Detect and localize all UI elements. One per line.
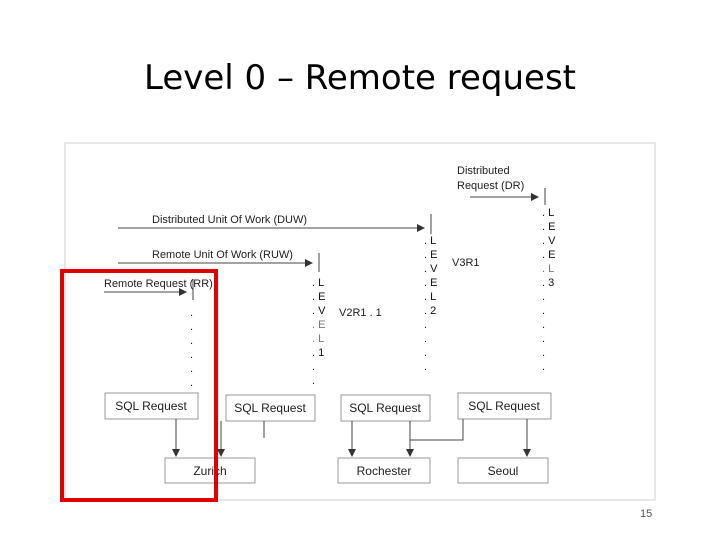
ruw-label: Remote Unit Of Work (RUW): [152, 249, 293, 261]
sql-request-label-dr: SQL Request: [468, 399, 540, 413]
svg-text:. 1: . 1: [312, 347, 324, 359]
slide-title: Level 0 – Remote request: [143, 58, 577, 98]
svg-text:. L: . L: [424, 235, 436, 247]
svg-text:. L: . L: [542, 263, 554, 275]
svg-text:. E: . E: [424, 277, 437, 289]
svg-text:. V: . V: [542, 235, 556, 247]
duw-label: Distributed Unit Of Work (DUW): [152, 214, 307, 226]
rr-label: Remote Request (RR): [104, 278, 213, 290]
svg-text:.: .: [542, 291, 545, 303]
svg-text:. E: . E: [312, 291, 325, 303]
svg-text:. V: . V: [424, 263, 438, 275]
svg-text:. E: . E: [542, 221, 555, 233]
svg-text:.: .: [190, 349, 193, 361]
location-box-seoul: [457, 457, 549, 484]
svg-text:.: .: [312, 375, 315, 387]
level-column-1: . L . E . V . E . L . 1 . .: [312, 277, 326, 387]
location-box-rochester: [337, 457, 431, 484]
svg-text:.: .: [542, 333, 545, 345]
remote-request-highlight: [60, 269, 218, 502]
svg-text:.: .: [190, 363, 193, 375]
sql-request-label-duw: SQL Request: [349, 401, 421, 415]
svg-text:.: .: [424, 361, 427, 373]
level-column-2: . L . E . V . E . L . 2 . . . .: [424, 235, 438, 373]
version-v3r1: V3R1: [452, 257, 480, 269]
svg-text:. L: . L: [312, 333, 324, 345]
svg-text:. L: . L: [424, 291, 436, 303]
dr-label-line1: Distributed: [457, 165, 510, 177]
svg-text:.: .: [542, 305, 545, 317]
svg-text:.: .: [190, 335, 193, 347]
rr-dots: . . . . . .: [190, 307, 193, 389]
svg-text:. L: . L: [542, 207, 554, 219]
svg-text:.: .: [542, 361, 545, 373]
svg-text:.: .: [190, 321, 193, 333]
dr-label-line2: Request (DR): [457, 180, 524, 192]
svg-text:. V: . V: [312, 305, 326, 317]
sql-request-box-ruw: [225, 394, 316, 422]
location-label-seoul: Seoul: [488, 464, 519, 478]
svg-text:.: .: [424, 333, 427, 345]
location-label-rochester: Rochester: [357, 464, 412, 478]
svg-text:.: .: [424, 319, 427, 331]
location-label-zurich: Zurich: [193, 464, 226, 478]
page-number: 15: [640, 508, 653, 520]
sql-request-label-rr: SQL Request: [115, 399, 187, 413]
svg-text:. E: . E: [424, 249, 437, 261]
diagram-frame: [64, 142, 656, 501]
sql-request-box-duw: [340, 394, 431, 422]
dr-to-duw-connector: [409, 419, 464, 441]
svg-text:.: .: [190, 307, 193, 319]
sql-request-box-dr: [457, 392, 552, 420]
svg-text:. E: . E: [542, 249, 555, 261]
location-box-zurich: [164, 457, 256, 484]
version-v2r1: V2R1 . 1: [339, 307, 382, 319]
svg-text:.: .: [542, 347, 545, 359]
svg-text:. 3: . 3: [542, 277, 554, 289]
svg-text:.: .: [312, 361, 315, 373]
sql-request-label-ruw: SQL Request: [234, 401, 306, 415]
svg-text:. E: . E: [312, 319, 325, 331]
svg-text:.: .: [424, 347, 427, 359]
level-column-3: . L . E . V . E . L . 3 . . . . . .: [542, 207, 556, 373]
svg-text:.: .: [542, 319, 545, 331]
svg-text:. 2: . 2: [424, 305, 436, 317]
svg-text:.: .: [190, 377, 193, 389]
sql-request-box-rr: [104, 392, 199, 420]
svg-text:. L: . L: [312, 277, 324, 289]
